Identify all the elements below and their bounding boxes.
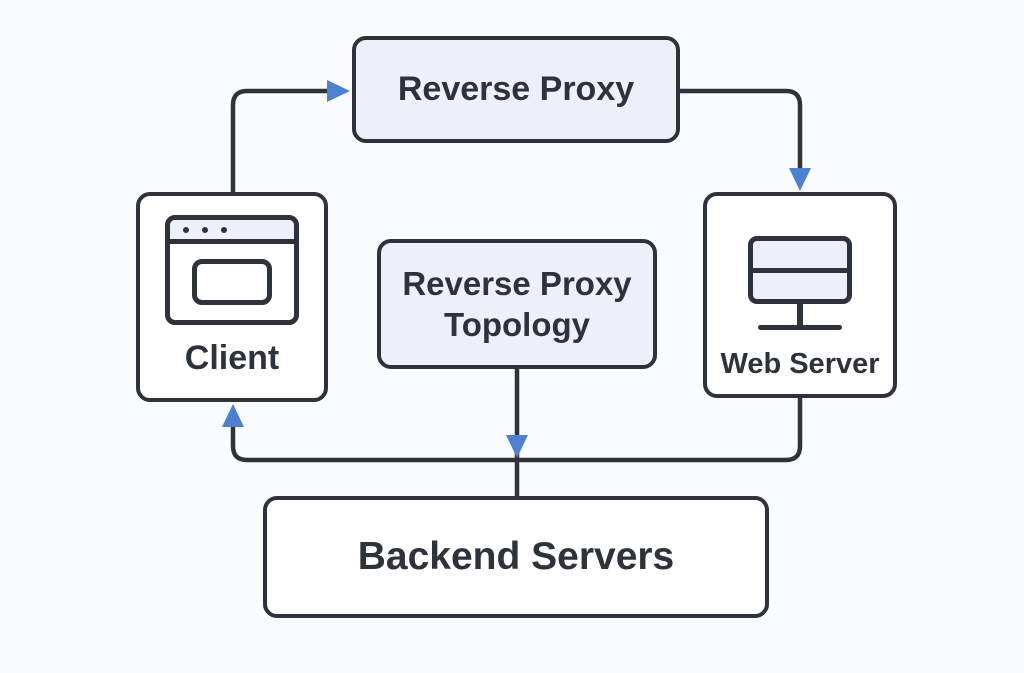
monitor-stand: [797, 304, 803, 325]
browser-window-icon: [165, 215, 299, 325]
client-to-reverse-proxy-connector: [230, 88, 330, 193]
reverse-proxy-label: Reverse Proxy: [397, 70, 635, 109]
node-web-server: Web Server: [703, 192, 897, 398]
client-label: Client: [184, 339, 280, 377]
web-server-label: Web Server: [720, 348, 880, 380]
reverse-proxy-to-web-server-connector: [679, 88, 803, 168]
window-dot-icon: [221, 226, 227, 233]
arrowhead-down-icon: [506, 435, 528, 458]
browser-body: [170, 244, 294, 320]
backend-servers-label: Backend Servers: [357, 534, 675, 578]
window-dot-icon: [202, 226, 208, 233]
arrowhead-up-icon: [222, 404, 244, 427]
arrowhead-down-icon: [789, 168, 811, 191]
arrowhead-right-icon: [327, 80, 350, 102]
node-reverse-proxy: Reverse Proxy: [352, 36, 680, 143]
node-backend-servers: Backend Servers: [263, 496, 769, 618]
browser-content-frame: [192, 259, 272, 305]
node-client: Client: [136, 192, 328, 402]
monitor-divider: [753, 268, 847, 273]
browser-titlebar: [170, 220, 294, 244]
monitor-server-icon: [748, 236, 852, 330]
node-topology-title: Reverse Proxy Topology: [377, 239, 657, 369]
window-dot-icon: [183, 226, 189, 233]
topology-title-label: Reverse Proxy Topology: [402, 264, 632, 343]
monitor-base: [758, 325, 842, 330]
monitor-screen: [748, 236, 852, 304]
